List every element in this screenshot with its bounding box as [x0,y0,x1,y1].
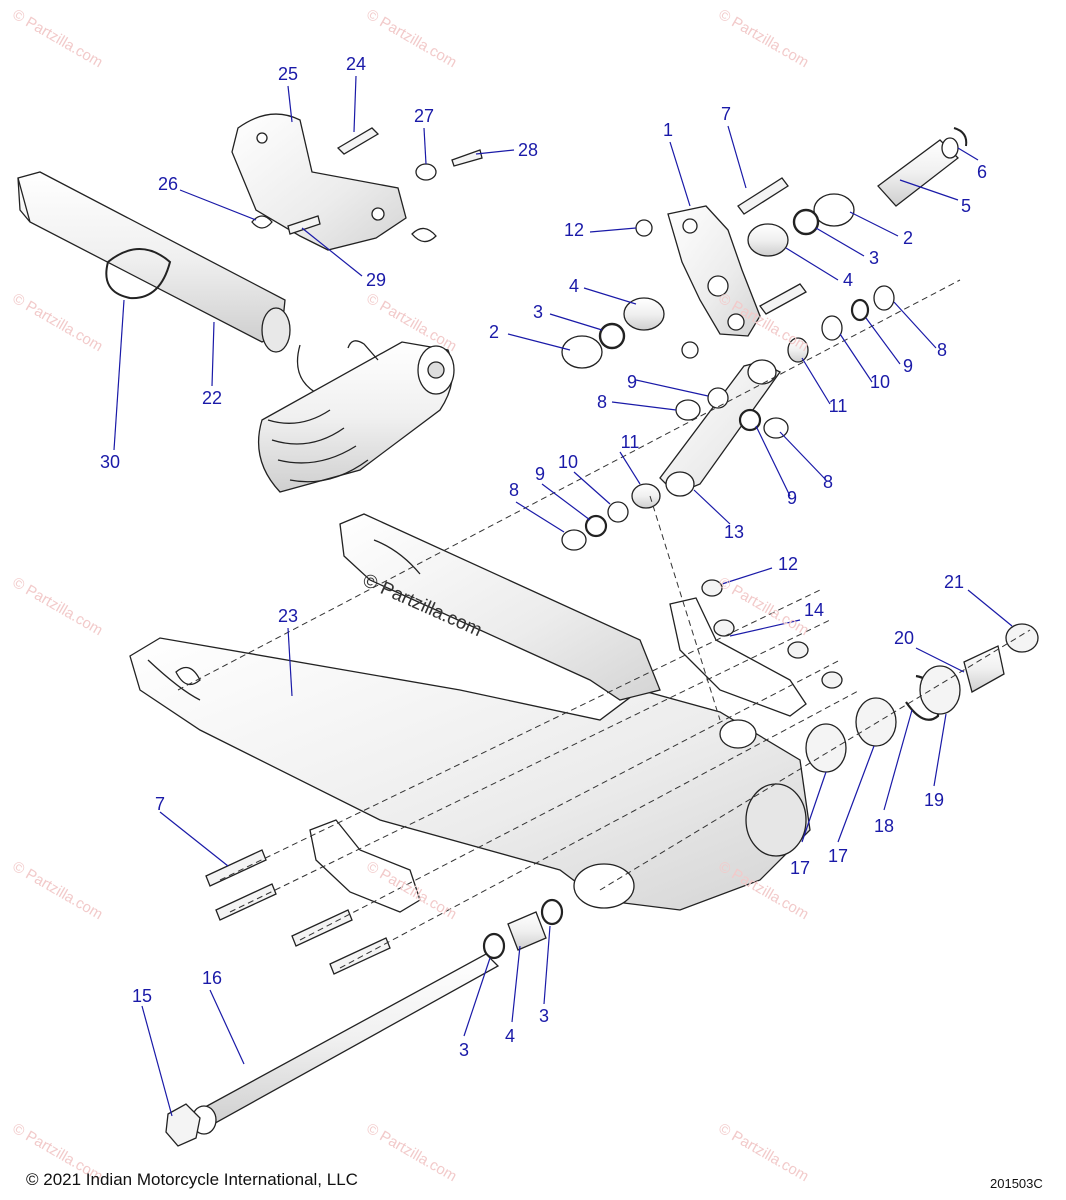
callout-23[interactable]: 23 [277,606,299,626]
callout-18[interactable]: 18 [873,816,895,836]
callout-8[interactable]: 8 [936,340,948,360]
callout-12[interactable]: 12 [777,554,799,574]
callout-10[interactable]: 10 [557,452,579,472]
callout-21[interactable]: 21 [943,572,965,592]
callout-9[interactable]: 9 [902,356,914,376]
callout-1[interactable]: 1 [662,120,674,140]
diagram-code: 201503C [990,1176,1043,1191]
callout-25[interactable]: 25 [277,64,299,84]
callout-13[interactable]: 13 [723,522,745,542]
callout-3[interactable]: 3 [532,302,544,322]
callout-4[interactable]: 4 [842,270,854,290]
callout-3[interactable]: 3 [458,1040,470,1060]
callout-4[interactable]: 4 [568,276,580,296]
callout-27[interactable]: 27 [413,106,435,126]
callout-30[interactable]: 30 [99,452,121,472]
callout-12[interactable]: 12 [563,220,585,240]
callout-2[interactable]: 2 [488,322,500,342]
callout-17[interactable]: 17 [789,858,811,878]
preload-adjuster-22 [17,171,321,396]
callout-3[interactable]: 3 [538,1006,550,1026]
bracket-25 [231,113,407,251]
callout-29[interactable]: 29 [365,270,387,290]
rocker-1 [667,205,761,337]
callout-4[interactable]: 4 [504,1026,516,1046]
callout-17[interactable]: 17 [827,846,849,866]
callout-10[interactable]: 10 [869,372,891,392]
swingarm-23 [129,513,811,911]
callout-8[interactable]: 8 [596,392,608,412]
shock-absorber [257,340,455,493]
callout-19[interactable]: 19 [923,790,945,810]
callout-11[interactable]: 11 [620,432,640,452]
callout-22[interactable]: 22 [201,388,223,408]
callout-26[interactable]: 26 [157,174,179,194]
callout-6[interactable]: 6 [976,162,988,182]
callout-16[interactable]: 16 [201,968,223,988]
callout-7[interactable]: 7 [154,794,166,814]
callout-9[interactable]: 9 [626,372,638,392]
callout-28[interactable]: 28 [517,140,539,160]
callout-20[interactable]: 20 [893,628,915,648]
callout-9[interactable]: 9 [786,488,798,508]
copyright-text: © 2021 Indian Motorcycle International, … [26,1170,358,1189]
callout-24[interactable]: 24 [345,54,367,74]
callout-15[interactable]: 15 [131,986,153,1006]
callout-8[interactable]: 8 [508,480,520,500]
callout-9[interactable]: 9 [534,464,546,484]
callout-5[interactable]: 5 [960,196,972,216]
callout-11[interactable]: 11 [828,396,848,416]
callout-14[interactable]: 14 [803,600,825,620]
callout-8[interactable]: 8 [822,472,834,492]
callout-7[interactable]: 7 [720,104,732,124]
callout-2[interactable]: 2 [902,228,914,248]
callout-3[interactable]: 3 [868,248,880,268]
